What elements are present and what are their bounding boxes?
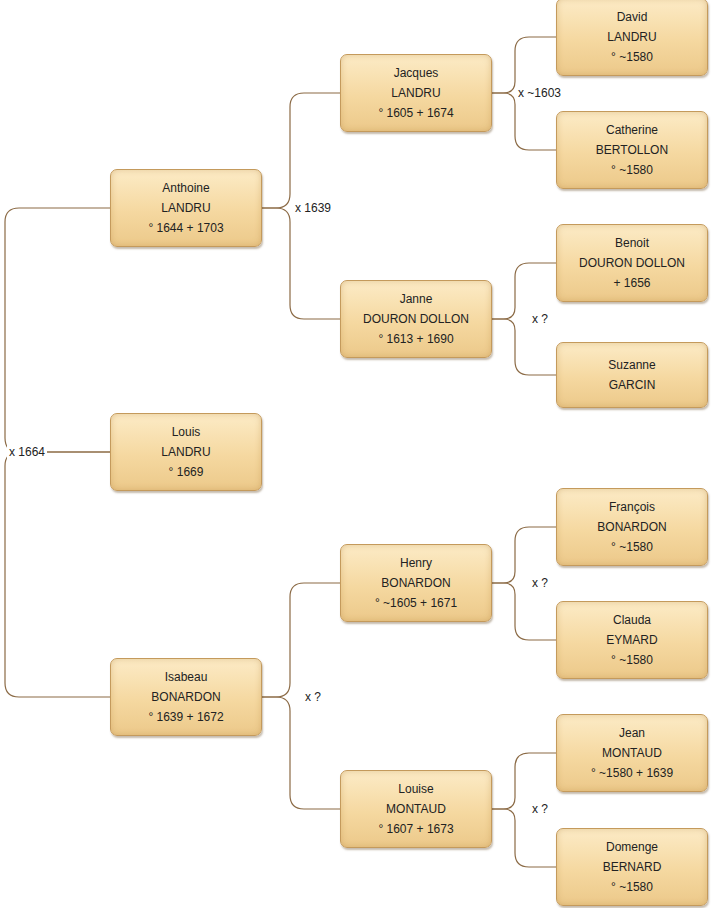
family-connector	[262, 583, 340, 697]
life-dates: ° ~1580	[611, 650, 653, 670]
person-scroll: FrançoisBONARDON° ~1580	[556, 488, 708, 566]
family-connector	[492, 583, 556, 640]
person-name: Isabeau	[165, 667, 208, 687]
life-dates: ° ~1580 + 1639	[591, 763, 673, 783]
marriage-label: x ?	[530, 576, 550, 590]
person-name: Clauda	[613, 610, 651, 630]
person-name: Jean	[619, 723, 645, 743]
family-connector	[5, 452, 110, 697]
person-scroll: JacquesLANDRU° 1605 + 1674	[340, 54, 492, 132]
marriage-label: x 1639	[293, 201, 333, 215]
marriage-label: x ?	[303, 690, 323, 704]
person-scroll: SuzanneGARCIN	[556, 342, 708, 408]
life-dates: ° 1607 + 1673	[378, 819, 453, 839]
family-connector	[262, 697, 340, 809]
person-name: Jacques	[394, 63, 439, 83]
person-name: Catherine	[606, 120, 658, 140]
person-name: Janne	[400, 289, 433, 309]
marriage-label: x ~1603	[516, 86, 563, 100]
family-connector	[5, 208, 110, 452]
person-name: Benoit	[615, 233, 649, 253]
person-name: Anthoine	[162, 178, 209, 198]
person-name: DOURON DOLLON	[579, 253, 685, 273]
person-name: Louis	[172, 422, 201, 442]
life-dates: ° ~1580	[611, 537, 653, 557]
person-name: Louise	[398, 779, 433, 799]
family-connector	[492, 809, 556, 867]
person-scroll: LouisLANDRU° 1669	[110, 413, 262, 491]
person-scroll: ClaudaEYMARD° ~1580	[556, 601, 708, 679]
family-connector	[492, 263, 556, 319]
person-name: DOURON DOLLON	[363, 309, 469, 329]
family-connector	[262, 93, 340, 208]
person-name: François	[609, 497, 655, 517]
person-name: EYMARD	[606, 630, 657, 650]
marriage-label: x ?	[530, 802, 550, 816]
person-name: LANDRU	[391, 83, 440, 103]
person-scroll: IsabeauBONARDON° 1639 + 1672	[110, 658, 262, 736]
family-connector	[262, 208, 340, 319]
person-name: BONARDON	[381, 573, 450, 593]
person-scroll: HenryBONARDON° ~1605 + 1671	[340, 544, 492, 622]
person-scroll: DomengeBERNARD° ~1580	[556, 828, 708, 906]
life-dates: ° 1639 + 1672	[148, 707, 223, 727]
person-name: BONARDON	[597, 517, 666, 537]
person-scroll: JanneDOURON DOLLON° 1613 + 1690	[340, 280, 492, 358]
person-name: Suzanne	[608, 355, 655, 375]
life-dates: ° ~1580	[611, 877, 653, 897]
person-scroll: LouiseMONTAUD° 1607 + 1673	[340, 770, 492, 848]
life-dates: ° ~1580	[611, 47, 653, 67]
family-connector	[492, 753, 556, 809]
person-scroll: AnthoineLANDRU° 1644 + 1703	[110, 169, 262, 247]
person-name: LANDRU	[161, 442, 210, 462]
life-dates: ° 1605 + 1674	[378, 103, 453, 123]
marriage-label: x ?	[530, 312, 550, 326]
life-dates: ° ~1580	[611, 160, 653, 180]
family-connector	[492, 37, 556, 93]
life-dates: ° 1613 + 1690	[378, 329, 453, 349]
person-scroll: JeanMONTAUD° ~1580 + 1639	[556, 714, 708, 792]
person-name: LANDRU	[161, 198, 210, 218]
marriage-label: x 1664	[7, 445, 47, 459]
person-name: BERNARD	[603, 857, 662, 877]
family-connector	[492, 319, 556, 375]
life-dates: + 1656	[613, 273, 650, 293]
person-name: MONTAUD	[602, 743, 662, 763]
person-scroll: DavidLANDRU° ~1580	[556, 0, 708, 76]
person-scroll: CatherineBERTOLLON° ~1580	[556, 111, 708, 189]
person-scroll: BenoitDOURON DOLLON+ 1656	[556, 224, 708, 302]
person-name: BONARDON	[151, 687, 220, 707]
person-name: MONTAUD	[386, 799, 446, 819]
person-name: GARCIN	[609, 375, 656, 395]
person-name: LANDRU	[607, 27, 656, 47]
person-name: David	[617, 7, 648, 27]
life-dates: ° 1644 + 1703	[148, 218, 223, 238]
family-connector	[492, 93, 556, 150]
life-dates: ° 1669	[169, 462, 204, 482]
person-name: Domenge	[606, 837, 658, 857]
life-dates: ° ~1605 + 1671	[375, 593, 457, 613]
family-connector	[492, 527, 556, 583]
person-name: Henry	[400, 553, 432, 573]
person-name: BERTOLLON	[596, 140, 668, 160]
